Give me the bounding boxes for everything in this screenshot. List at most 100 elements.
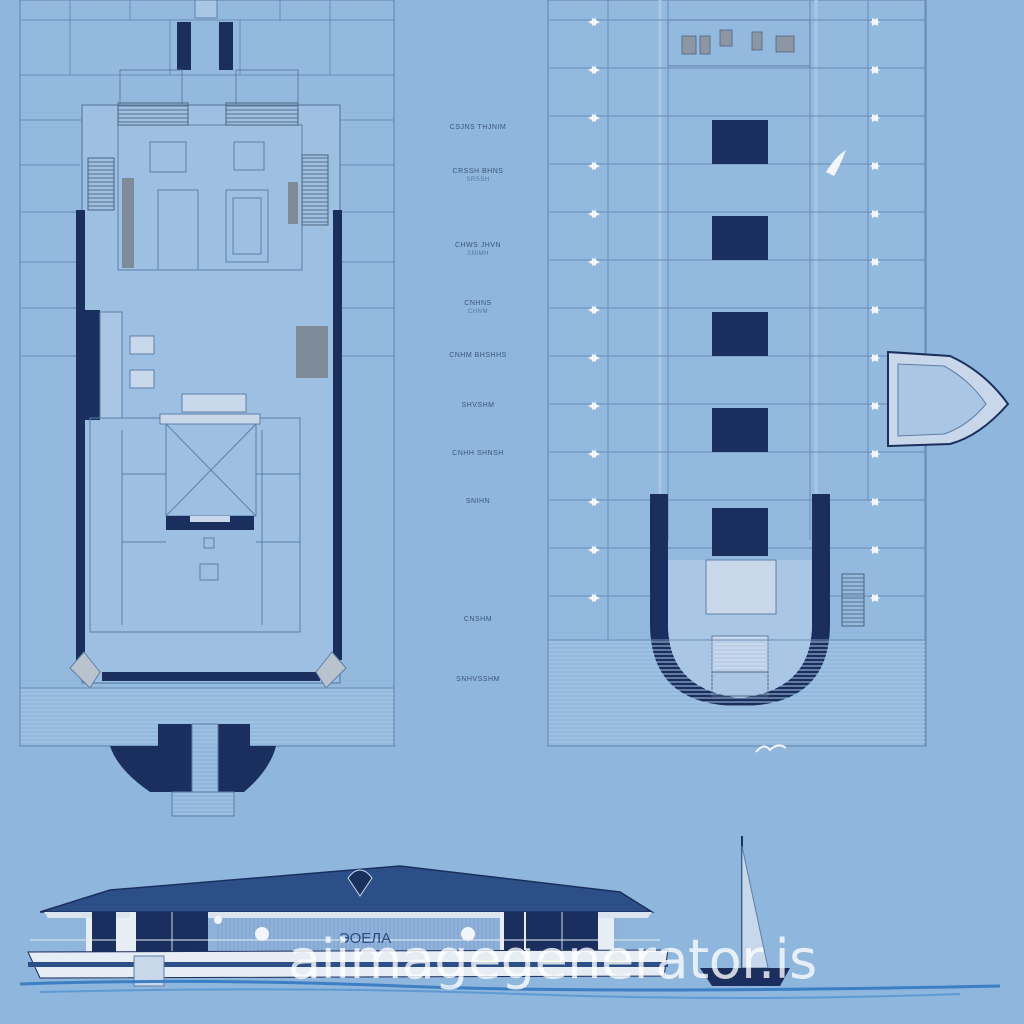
swim-platform <box>171 791 235 817</box>
corner-fixture <box>69 651 101 689</box>
rigging-marker <box>872 402 880 410</box>
annotation-subtext: SNIMH <box>467 251 489 257</box>
rigging-marker <box>872 18 880 26</box>
rigging-marker <box>592 210 600 218</box>
rigging-marker <box>872 546 880 554</box>
counter <box>296 326 328 378</box>
boat-name: ЭОЕЛА <box>338 930 392 947</box>
sailboat-hull <box>700 968 790 986</box>
side-elevation <box>19 150 1001 999</box>
aft-lounge <box>705 559 777 615</box>
roof <box>39 865 655 913</box>
hatch <box>194 0 218 19</box>
stair <box>87 157 115 211</box>
rigging-marker <box>592 66 600 74</box>
bow-furniture <box>681 29 795 55</box>
rigging-markers <box>588 18 880 602</box>
window-mullions <box>171 912 563 952</box>
column <box>177 22 191 70</box>
seagull-icon <box>826 150 846 176</box>
watermark: aiimagegenerator.is <box>288 928 817 991</box>
annotation-label: CNSHM <box>413 616 543 624</box>
left-plan-grid <box>20 0 394 357</box>
annotation-text: CNSHM <box>463 616 493 623</box>
rigging-marker <box>592 18 600 26</box>
column <box>219 22 233 70</box>
stage <box>166 516 254 530</box>
rigging-marker <box>872 258 880 266</box>
aft-deck <box>547 639 927 747</box>
rigging-marker <box>592 450 600 458</box>
porthole <box>214 916 222 924</box>
rigging-marker <box>592 546 600 554</box>
rigging-marker <box>872 450 880 458</box>
annotation-text: CRSSH BHNS <box>452 168 504 175</box>
rigging-marker <box>872 354 880 362</box>
left-floor-plan <box>19 0 396 817</box>
tender-deck <box>897 363 987 437</box>
bow-cabin <box>667 19 811 67</box>
annotation-text: CNHH SHNSH <box>452 450 504 457</box>
main-salon <box>89 413 301 633</box>
table <box>129 335 155 355</box>
rigging-marker <box>872 66 880 74</box>
annotation-label: CRSSH BHNS SRSSH <box>413 168 543 184</box>
stern-ramp <box>191 723 219 793</box>
rigging-marker <box>872 498 880 506</box>
starboard-wall <box>333 210 342 660</box>
annotation-text: SHVSHM <box>461 402 495 409</box>
rigging-marker <box>592 498 600 506</box>
rigging-marker <box>592 594 600 602</box>
cabin-blocks <box>712 120 768 556</box>
annotation-label: CNHNS CHNM <box>413 300 543 316</box>
annotation-text: CNHNS <box>464 300 492 307</box>
porthole <box>461 927 475 941</box>
water-ripple <box>39 988 961 999</box>
bench <box>99 311 123 419</box>
stern-wall <box>102 672 320 681</box>
seagull-icon <box>755 744 787 753</box>
rigging-marker <box>592 306 600 314</box>
windows <box>92 912 598 952</box>
side-stair <box>841 573 865 627</box>
annotation-text: SNHVSSHM <box>456 676 500 683</box>
rigging-marker <box>872 594 880 602</box>
stage-edge <box>190 516 230 522</box>
porthole <box>255 927 269 941</box>
right-floor-plan <box>547 0 1010 747</box>
stair <box>301 154 329 226</box>
hull-stripe <box>28 962 668 967</box>
annotation-text: CSJNS THJNIM <box>449 124 507 131</box>
stern-hull-port <box>110 724 192 792</box>
rigging-marker <box>592 258 600 266</box>
annotation-subtext: CHNM <box>468 309 488 315</box>
annotation-text: SNIHN <box>465 498 491 505</box>
stair <box>225 102 299 126</box>
aft-hull <box>650 494 830 706</box>
rigging-marker <box>592 162 600 170</box>
table <box>181 393 247 413</box>
port-wall <box>76 210 85 660</box>
annotation-subtext: SRSSH <box>466 177 490 183</box>
annotation-label: CNHM BHSHHS <box>413 352 543 360</box>
annotation-label: CSJNS THJNIM <box>413 124 543 132</box>
annotation-text: CNHM BHSHHS <box>449 352 507 359</box>
table <box>129 369 155 389</box>
annotation-label: CNHH SHNSH <box>413 450 543 458</box>
counter <box>288 182 298 224</box>
port-cabin-wall <box>82 310 100 420</box>
rigging-marker <box>872 162 880 170</box>
rigging-marker <box>592 402 600 410</box>
corner-fixture <box>315 651 347 689</box>
stern-hull-starboard <box>218 724 276 792</box>
rigging-marker <box>872 210 880 218</box>
waterline <box>19 979 1001 992</box>
rigging-marker <box>872 306 880 314</box>
rigging-marker <box>872 114 880 122</box>
rigging-marker <box>592 354 600 362</box>
annotation-label: SNHVSSHM <box>413 676 543 684</box>
annotation-label: SNIHN <box>413 498 543 506</box>
counter <box>122 178 134 268</box>
